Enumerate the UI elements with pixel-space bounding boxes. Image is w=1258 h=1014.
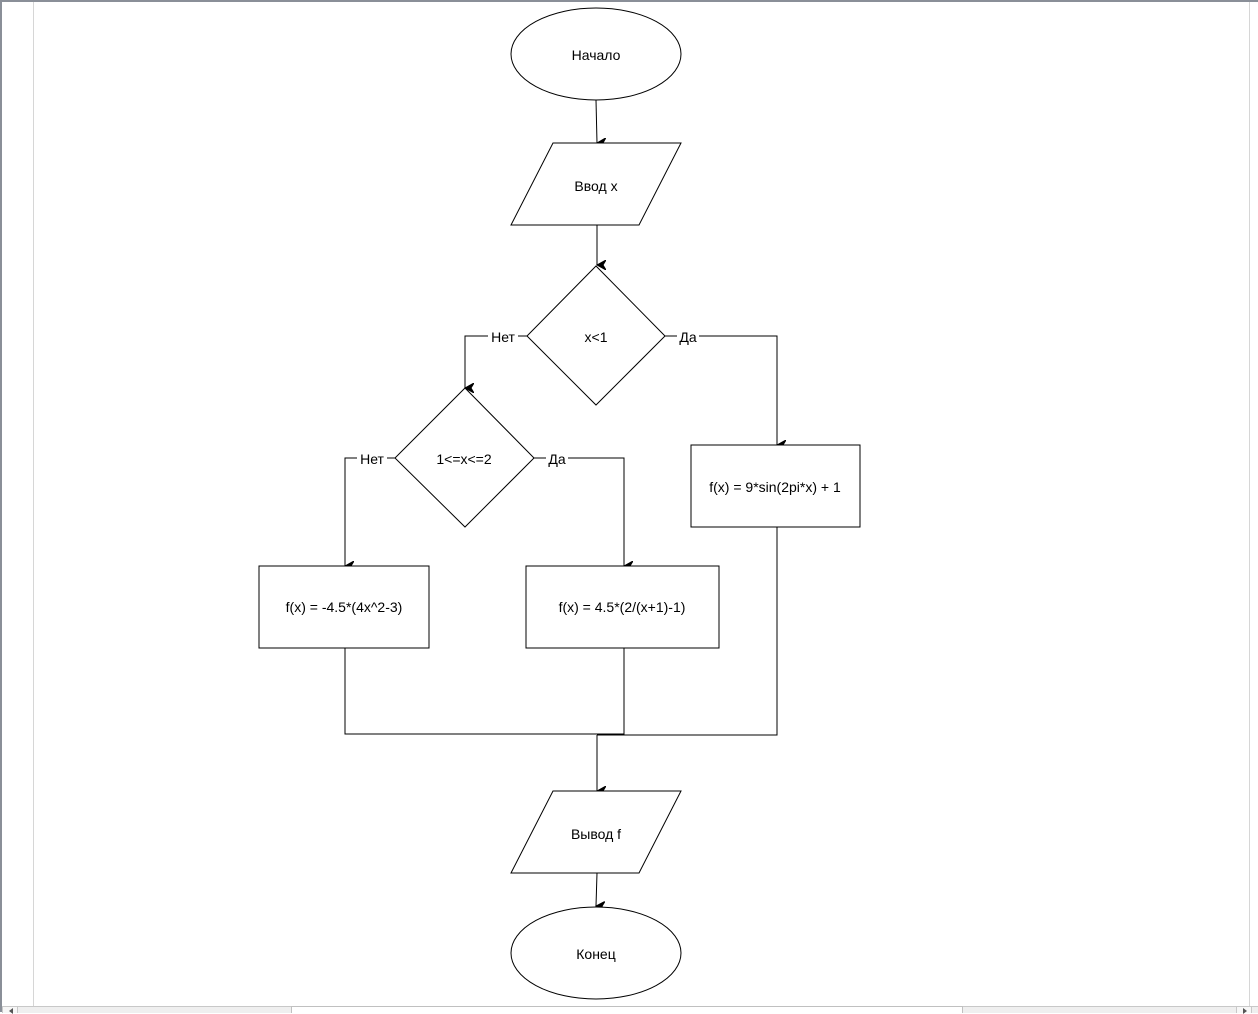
- node-label: f(x) = 4.5*(2/(x+1)-1): [559, 599, 686, 615]
- scroll-right-button[interactable]: [1236, 1007, 1252, 1014]
- node-label: Ввод x: [574, 178, 617, 194]
- decision-shape: [526, 265, 666, 406]
- node-label: Вывод f: [571, 826, 621, 842]
- window-left-border: [0, 0, 2, 1012]
- page-margin-right: [1249, 2, 1250, 1006]
- process-shape: [525, 565, 720, 649]
- edge-output-end[interactable]: [596, 872, 597, 906]
- terminator-shape: [510, 7, 682, 101]
- node-f-frac[interactable]: f(x) = 4.5*(2/(x+1)-1): [525, 565, 720, 649]
- node-input[interactable]: Ввод x: [510, 142, 682, 226]
- node-label: 1<=x<=2: [436, 451, 491, 467]
- arrow-left-icon: [9, 1008, 13, 1014]
- node-f-sin[interactable]: f(x) = 9*sin(2pi*x) + 1: [690, 444, 861, 528]
- arrow-right-icon: [1243, 1008, 1247, 1014]
- process-shape: [258, 565, 430, 649]
- terminator-shape: [510, 906, 682, 1000]
- node-end[interactable]: Конец: [510, 906, 682, 1000]
- node-start[interactable]: Начало: [510, 7, 682, 101]
- edge-label-no: Нет: [360, 451, 384, 467]
- node-cond2[interactable]: 1<=x<=2: [394, 387, 535, 528]
- edge-label-yes: Да: [548, 451, 565, 467]
- process-shape: [690, 444, 861, 528]
- node-label: Начало: [572, 47, 621, 63]
- scrollbar-thumb[interactable]: [291, 1006, 963, 1013]
- io-shape: [510, 790, 682, 874]
- node-label: f(x) = 9*sin(2pi*x) + 1: [709, 479, 841, 495]
- node-label: f(x) = -4.5*(4x^2-3): [286, 599, 403, 615]
- edge-start-input[interactable]: [595, 99, 597, 143]
- decision-shape: [394, 387, 535, 528]
- scroll-left-button[interactable]: [2, 1007, 18, 1014]
- node-cond1[interactable]: x<1: [526, 265, 666, 406]
- edge-cond2-ffrac[interactable]: [534, 457, 624, 566]
- edge-labels: Нет Да Нет Да: [357, 328, 699, 467]
- page-margin-left: [33, 2, 34, 1006]
- edge-cond2-fquad[interactable]: [345, 457, 395, 566]
- node-label: Конец: [576, 946, 615, 962]
- edge-label-yes: Да: [679, 329, 696, 345]
- io-shape: [510, 142, 682, 226]
- horizontal-scrollbar[interactable]: [2, 1006, 1258, 1014]
- edge-label-no: Нет: [491, 329, 515, 345]
- edge-cond1-fsin[interactable]: [665, 335, 777, 445]
- node-output[interactable]: Вывод f: [510, 790, 682, 874]
- edge-fquad-merge[interactable]: [344, 648, 624, 735]
- node-label: x<1: [585, 329, 608, 345]
- window-top-border: [0, 0, 1258, 2]
- node-f-quad[interactable]: f(x) = -4.5*(4x^2-3): [258, 565, 430, 649]
- edge-fsin-merge[interactable]: [597, 527, 778, 736]
